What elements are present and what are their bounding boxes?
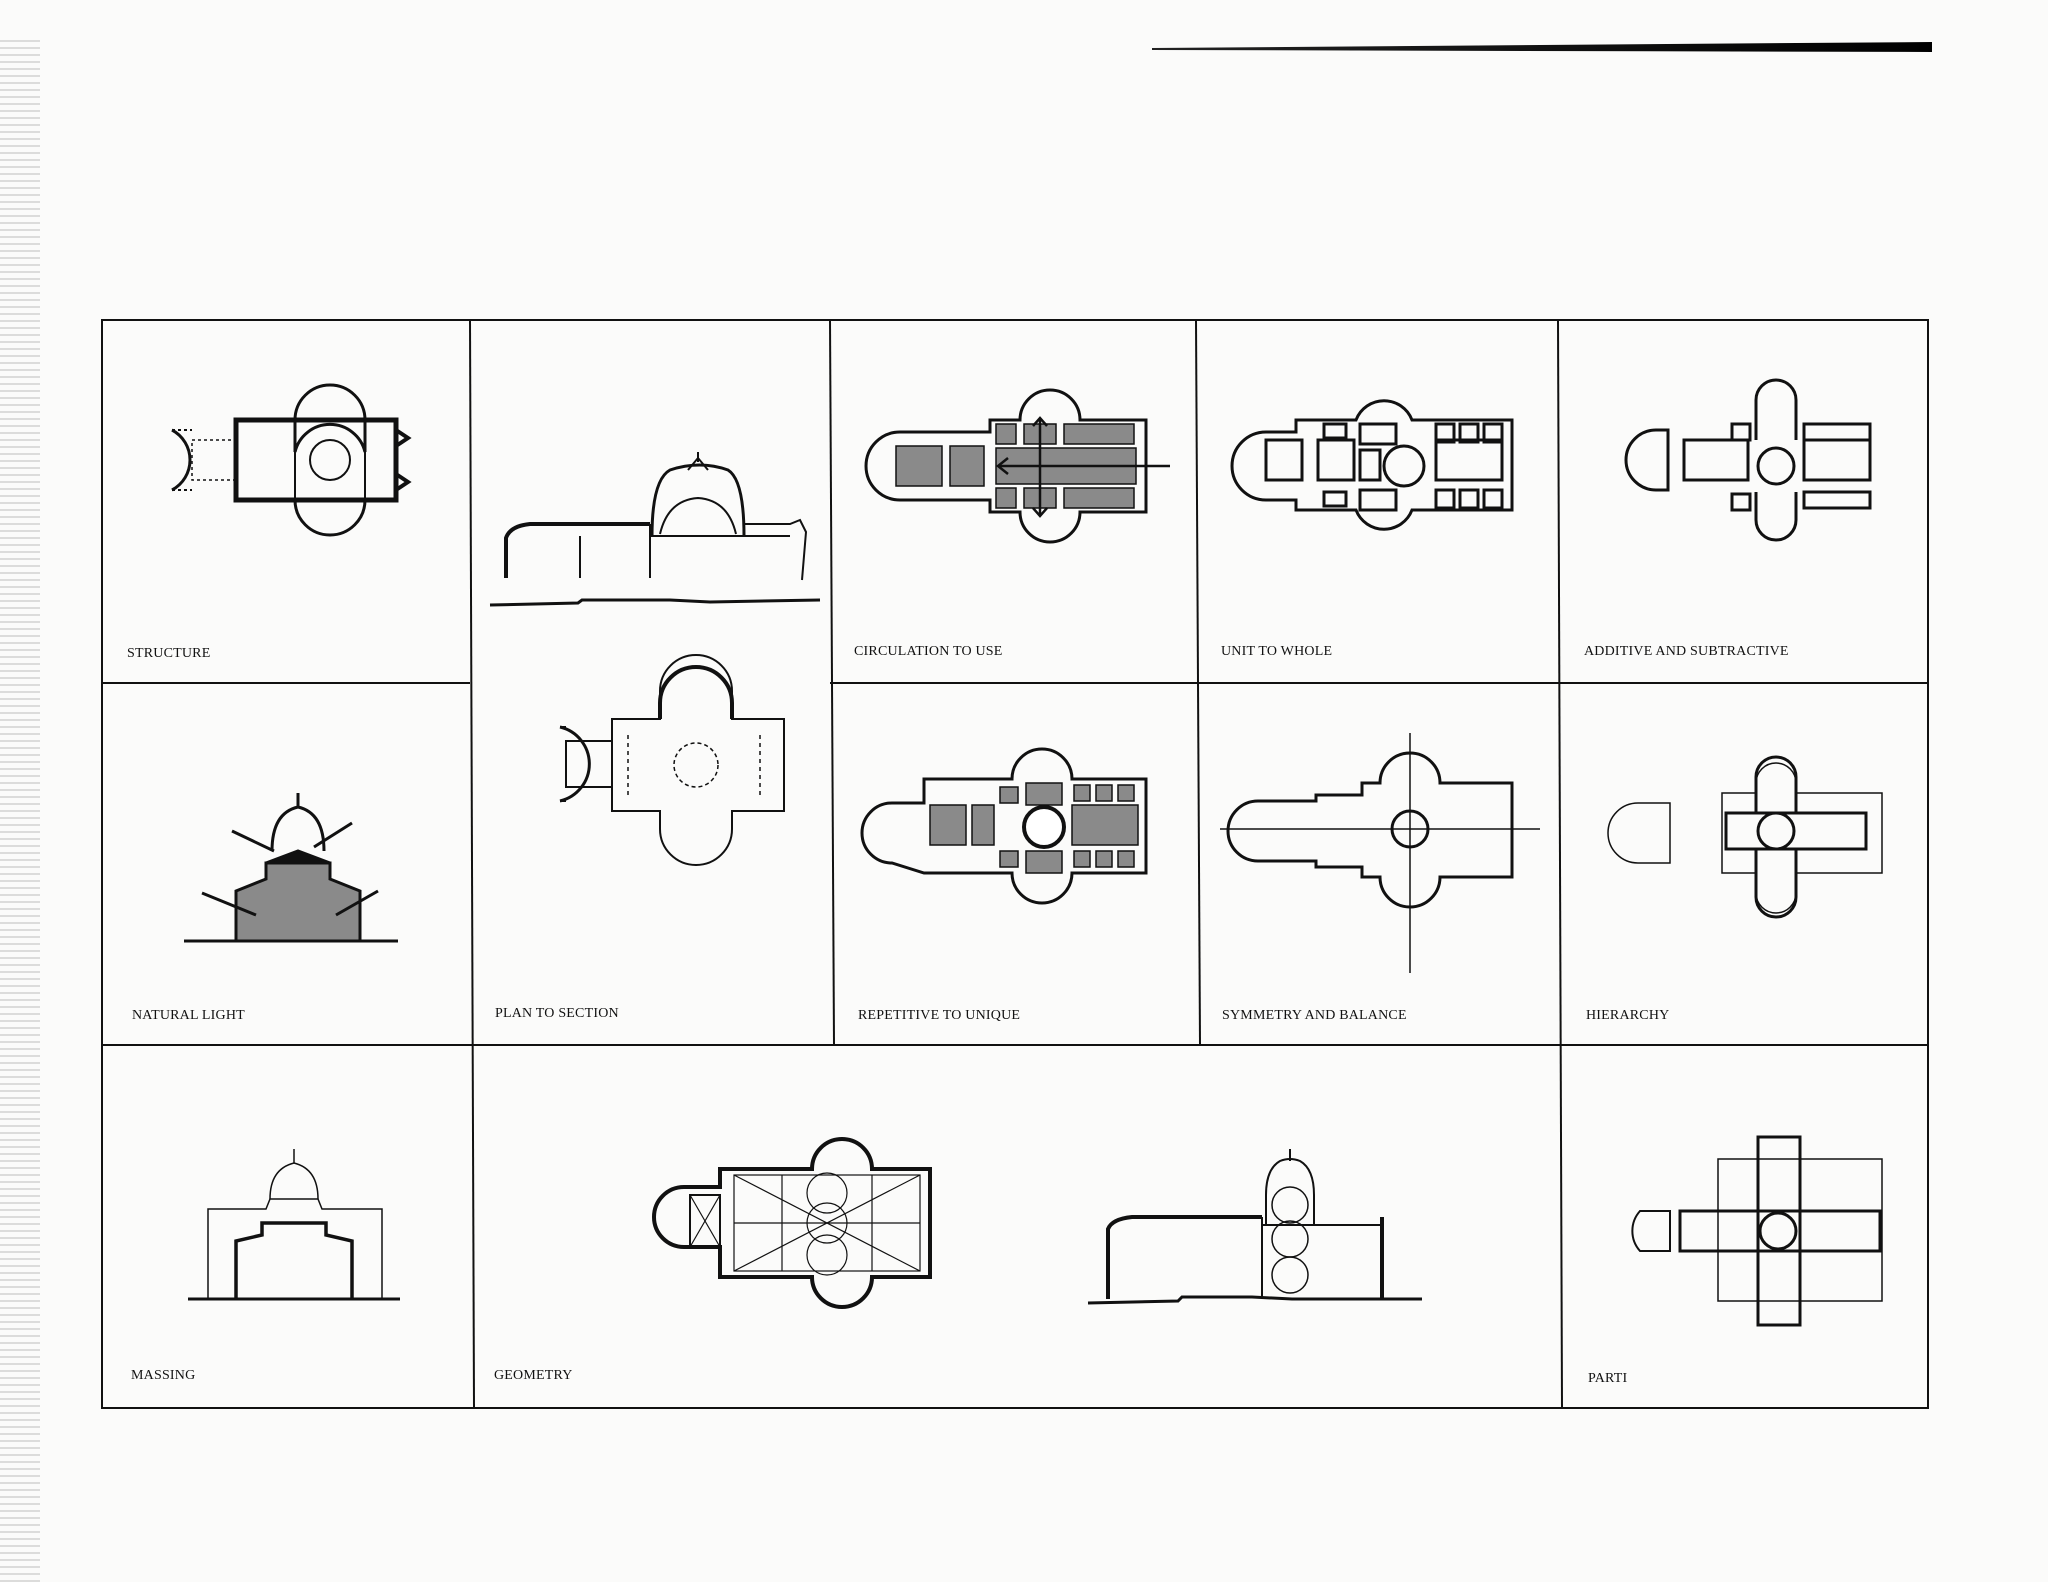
symmetry-plan-drawing <box>1220 733 1540 973</box>
cell-label: NATURAL LIGHT <box>132 1008 245 1023</box>
unit-plan-drawing <box>1230 399 1514 531</box>
cell-parti: PARTI <box>1560 1045 1928 1408</box>
circulation-plan-drawing <box>864 388 1170 544</box>
cell-additive-and-subtractive: ADDITIVE AND SUBTRACTIVE <box>1558 320 1928 683</box>
cell-label: SYMMETRY AND BALANCE <box>1222 1008 1407 1023</box>
geometry-drawings <box>652 1137 1422 1309</box>
cell-structure: STRUCTURE <box>102 320 470 683</box>
cell-plan-to-section: PLAN TO SECTION <box>470 320 830 1045</box>
cell-label: GEOMETRY <box>494 1368 573 1383</box>
repetitive-plan-drawing <box>860 747 1148 905</box>
scan-edge-noise <box>0 40 40 1582</box>
cell-label: HIERARCHY <box>1586 1008 1670 1023</box>
cell-massing: MASSING <box>102 1045 472 1408</box>
natural-light-section-drawing <box>184 793 398 943</box>
parti-diagram <box>1631 1135 1883 1327</box>
cell-unit-to-whole: UNIT TO WHOLE <box>1196 320 1558 683</box>
additive-plan-drawing <box>1624 378 1872 542</box>
cell-label: UNIT TO WHOLE <box>1221 644 1333 659</box>
cell-circulation-to-use: CIRCULATION TO USE <box>830 320 1196 683</box>
cell-repetitive-to-unique: REPETITIVE TO UNIQUE <box>832 683 1198 1045</box>
cell-geometry: GEOMETRY <box>472 1045 1560 1408</box>
cell-symmetry-and-balance: SYMMETRY AND BALANCE <box>1198 683 1560 1045</box>
section-drawing <box>489 452 821 866</box>
hierarchy-plan-drawing <box>1607 755 1883 919</box>
massing-section-drawing <box>188 1149 400 1301</box>
header-rule <box>1152 42 1932 52</box>
cell-label: CIRCULATION TO USE <box>854 644 1003 659</box>
cell-natural-light: NATURAL LIGHT <box>102 683 470 1045</box>
cell-label: ADDITIVE AND SUBTRACTIVE <box>1584 644 1789 659</box>
cell-label: MASSING <box>131 1368 196 1383</box>
cell-label: STRUCTURE <box>127 646 211 661</box>
structure-plan-drawing <box>171 383 412 537</box>
cell-hierarchy: HIERARCHY <box>1560 683 1928 1045</box>
cell-label: PARTI <box>1588 1371 1628 1386</box>
cell-label: REPETITIVE TO UNIQUE <box>858 1008 1021 1023</box>
cell-label: PLAN TO SECTION <box>495 1006 619 1021</box>
